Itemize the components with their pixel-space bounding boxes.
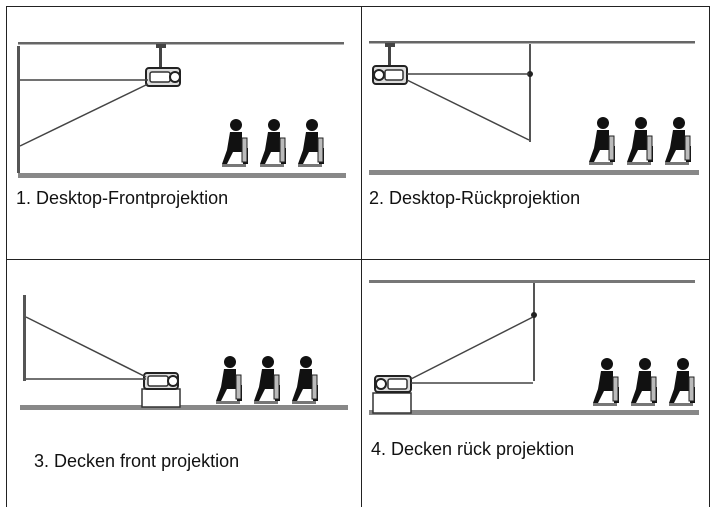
projector [143,372,179,390]
floor [20,405,348,410]
table [141,388,181,408]
person-icon [216,356,242,404]
audience [216,356,318,404]
person-icon [260,119,286,167]
screen [533,283,535,381]
ceiling [369,280,695,283]
person-icon [627,117,653,165]
person-icon [222,119,248,167]
person-icon [292,356,318,404]
panel-desktop-rear: 2. Desktop-Rückprojektion [361,6,710,259]
floor [369,410,699,415]
diagram-desktop-rear [369,41,699,175]
panel-ceiling-front: 3. Decken front projektion [6,259,361,507]
panel-caption: 1. Desktop-Frontprojektion [16,188,229,208]
diagram-desktop-front [17,42,346,178]
table [372,392,412,414]
beam-bottom [19,83,149,147]
panel-desktop-front: 1. Desktop-Frontprojektion [6,6,361,259]
audience [593,358,695,406]
audience [222,119,324,167]
diagram-ceiling-front [20,295,348,410]
ceiling [369,41,695,44]
person-icon [589,117,615,165]
beam-top [25,316,147,378]
diagram-ceiling-rear [369,280,699,415]
screen [529,44,531,142]
ceiling-mount [385,43,395,47]
person-icon [254,356,280,404]
panel-ceiling-rear: 4. Decken rück projektion [361,259,710,507]
person-icon [665,117,691,165]
person-icon [593,358,619,406]
floor [18,173,346,178]
person-icon [631,358,657,406]
beam-bottom [406,79,530,141]
screen [17,46,20,173]
projector [372,65,408,85]
audience [589,117,691,165]
panel-caption: 3. Decken front projektion [34,451,240,471]
floor [369,170,699,175]
panel-caption: 2. Desktop-Rückprojektion [369,188,581,208]
projector [145,67,181,87]
ceiling-mount [156,44,166,48]
beam-top [410,316,534,380]
screen [23,295,26,381]
person-icon [298,119,324,167]
person-icon [669,358,695,406]
ceiling [18,42,344,45]
panel-caption: 4. Decken rück projektion [371,439,575,459]
projector [374,375,412,393]
